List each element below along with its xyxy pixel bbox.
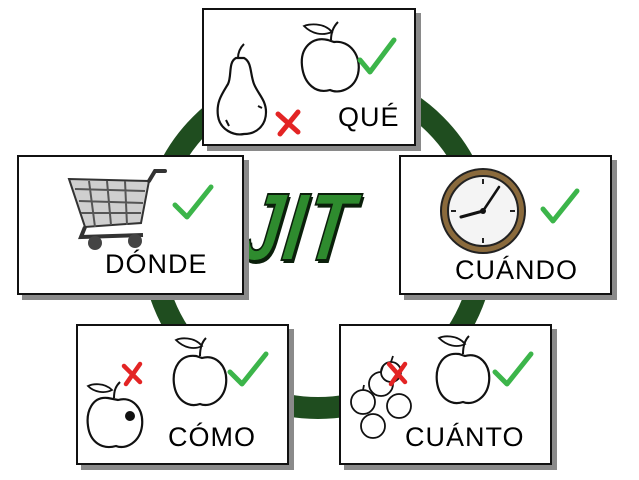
card-cuanto-art <box>350 335 534 439</box>
check-icon <box>227 351 269 387</box>
apple-icon <box>435 335 491 405</box>
pear-icon <box>216 43 268 136</box>
label-como: CÓMO <box>168 422 256 452</box>
check-icon <box>492 351 534 387</box>
label-cuando: CUÁNDO <box>455 255 579 285</box>
card-como-art <box>86 337 269 449</box>
card-que-art <box>216 21 397 137</box>
card-cuando-art <box>440 168 580 254</box>
apple-pile-icon <box>350 355 412 439</box>
cross-icon <box>386 361 408 387</box>
card-que: QUÉ <box>202 8 416 146</box>
apple-icon <box>86 381 144 449</box>
check-icon <box>172 184 214 220</box>
card-donde: DÓNDE <box>17 155 244 295</box>
apple-icon <box>300 21 360 93</box>
card-cuando: CUÁNDO <box>399 155 612 295</box>
label-que: QUÉ <box>338 102 400 132</box>
label-donde: DÓNDE <box>105 249 208 279</box>
card-donde-art <box>67 169 214 250</box>
apple-icon <box>172 337 228 407</box>
card-cuanto: CUÁNTO <box>339 324 552 465</box>
shopping-cart-icon <box>67 169 167 250</box>
clock-icon <box>440 168 526 254</box>
check-icon <box>357 37 397 75</box>
center-title-jit: JIT <box>233 173 363 282</box>
cross-icon <box>121 361 143 387</box>
label-cuanto: CUÁNTO <box>405 422 525 452</box>
card-como: CÓMO <box>76 324 289 465</box>
check-icon <box>540 188 580 224</box>
cross-icon <box>275 109 301 137</box>
